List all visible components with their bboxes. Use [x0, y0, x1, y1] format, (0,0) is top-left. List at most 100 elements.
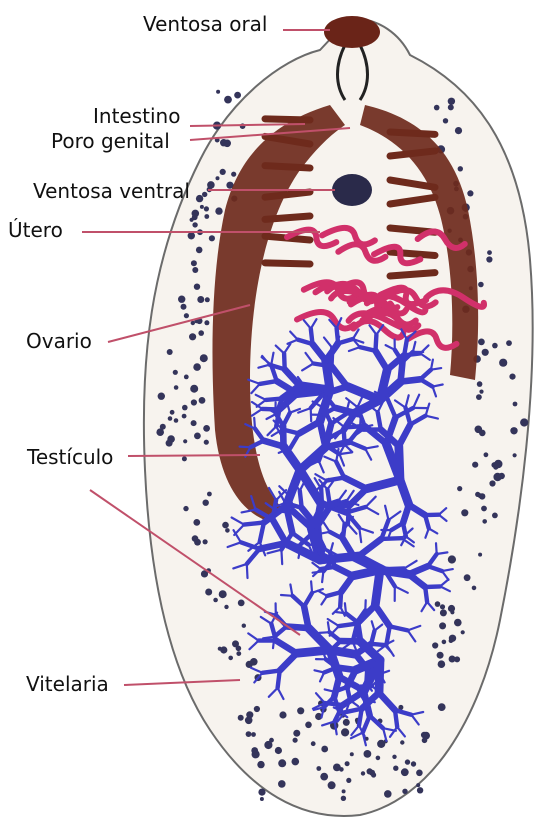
vitellaria-dot	[242, 624, 246, 628]
label-ventosa-oral: Ventosa oral	[143, 14, 268, 34]
vitellaria-dot	[305, 722, 312, 729]
vitellaria-dot	[158, 393, 165, 400]
vitellaria-dot	[454, 619, 462, 627]
testis-branch	[319, 632, 329, 633]
vitellaria-dot	[510, 427, 517, 434]
vitellaria-dot	[416, 770, 423, 777]
vitellaria-dot	[478, 493, 483, 498]
testis-branch	[311, 581, 312, 592]
vitellaria-dot	[183, 506, 188, 511]
testis-branch	[300, 491, 302, 508]
vitellaria-dot	[254, 706, 260, 712]
vitellaria-dot	[216, 176, 220, 180]
testis-branch	[425, 587, 427, 602]
vitellaria-dot	[422, 732, 430, 740]
label-vitelaria: Vitelaria	[26, 674, 109, 694]
vitellaria-dot	[476, 394, 482, 400]
vitellaria-dot	[236, 651, 241, 656]
vitellaria-dot	[224, 605, 228, 609]
vitellaria-dot	[320, 773, 328, 781]
vitellaria-dot	[224, 96, 232, 104]
vitellaria-dot	[402, 789, 407, 794]
vitellaria-dot	[478, 339, 485, 346]
vitellaria-dot	[194, 433, 201, 440]
testis-branch	[328, 622, 330, 632]
vitellaria-dot	[455, 127, 462, 134]
vitellaria-dot	[437, 652, 444, 659]
testis-branch	[262, 671, 279, 673]
testis-branch	[311, 329, 313, 344]
vitellaria-dot	[311, 741, 316, 746]
vitellaria-dot	[457, 486, 462, 491]
vitellaria-dot	[438, 660, 446, 668]
vitellaria-dot	[350, 752, 354, 756]
vitellaria-dot	[443, 118, 448, 123]
vitellaria-dot	[198, 330, 204, 336]
testis-branch	[278, 671, 280, 688]
vitellaria-dot	[361, 771, 365, 775]
vitellaria-dot	[269, 738, 274, 743]
vitellaria-dot	[486, 256, 492, 262]
testis-branch	[260, 381, 277, 384]
testis-branch	[284, 353, 285, 369]
vitellaria-dot	[367, 768, 373, 774]
vitellaria-dot	[435, 601, 441, 607]
vitellaria-dot	[482, 349, 489, 356]
vitellaria-dot	[499, 359, 507, 367]
intestine-branch	[265, 216, 310, 219]
vitellaria-dot	[492, 343, 498, 349]
vitellaria-dot	[257, 761, 264, 768]
vitellaria-dot	[448, 104, 454, 110]
testis-branch	[425, 586, 440, 587]
vitellaria-dot	[189, 333, 196, 340]
vitellaria-dot	[182, 456, 187, 461]
vitellaria-dot	[260, 797, 264, 801]
vitellaria-dot	[458, 166, 463, 171]
vitellaria-dot	[440, 604, 445, 609]
vitellaria-dot	[499, 473, 505, 479]
testis-branch	[240, 447, 251, 448]
intestine-branch	[265, 263, 310, 264]
vitellaria-dot	[174, 385, 179, 390]
testis-branch	[266, 399, 282, 400]
vitellaria-dot	[416, 783, 420, 787]
vitellaria-dot	[278, 759, 286, 767]
vitellaria-dot	[196, 247, 203, 254]
intestine-branch	[390, 132, 435, 134]
vitellaria-dot	[220, 169, 226, 175]
testis-branch	[395, 710, 397, 727]
vitellaria-dot	[377, 740, 385, 748]
vitellaria-dot	[405, 759, 410, 764]
label-ventosa-ventral: Ventosa ventral	[33, 181, 190, 201]
intestine-branch	[265, 166, 310, 168]
vitellaria-dot	[492, 513, 498, 519]
vitellaria-dot	[238, 600, 245, 607]
testis-branch	[332, 348, 333, 366]
vitellaria-dot	[506, 340, 512, 346]
testis-branch	[244, 523, 264, 525]
vitellaria-dot	[252, 750, 260, 758]
vitellaria-dot	[384, 790, 392, 798]
testis-branch	[343, 524, 345, 539]
vitellaria-dot	[477, 381, 483, 387]
vitellaria-dot	[246, 731, 252, 737]
vitellaria-dot	[199, 397, 206, 404]
leader-testiculo	[128, 455, 260, 456]
vitellaria-dot	[218, 647, 222, 651]
vitellaria-dot	[204, 440, 209, 445]
vitellaria-dot	[432, 642, 438, 648]
testis-branch	[329, 651, 330, 661]
vitellaria-dot	[167, 435, 175, 443]
vitellaria-dot	[184, 375, 189, 380]
vitellaria-dot	[178, 296, 185, 303]
vitellaria-dot	[167, 349, 173, 355]
vitellaria-dot	[204, 320, 209, 325]
vitellaria-dot	[196, 195, 203, 202]
testis-branch	[375, 570, 380, 605]
testis-branch	[276, 510, 293, 511]
vitellaria-dot	[200, 205, 204, 209]
vitellaria-dot	[250, 658, 258, 666]
vitellaria-dot	[328, 781, 336, 789]
